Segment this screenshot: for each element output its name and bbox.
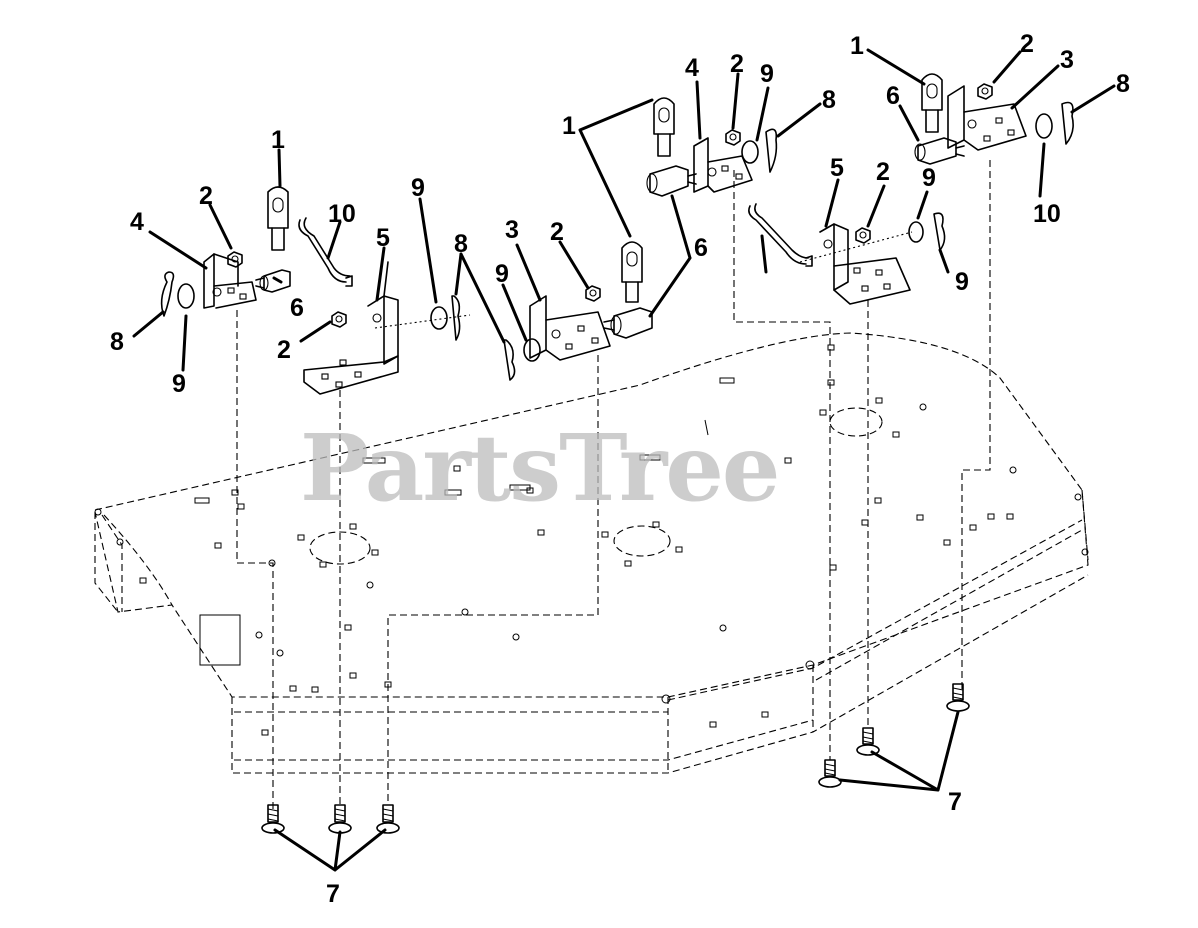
clevis-pin xyxy=(267,186,289,251)
callout-9: 9 xyxy=(922,164,936,192)
callout-9: 9 xyxy=(760,60,774,88)
callout-6: 6 xyxy=(694,234,708,262)
left-hardware-group xyxy=(160,186,461,395)
callout-2: 2 xyxy=(199,182,213,210)
right-hardware-group xyxy=(748,73,1074,305)
callout-8: 8 xyxy=(454,230,468,258)
callout-9: 9 xyxy=(411,174,425,202)
callout-8: 8 xyxy=(110,328,124,356)
spacer-pin xyxy=(603,307,653,339)
mower-deck xyxy=(94,332,1089,774)
callout-7: 7 xyxy=(326,880,340,908)
hair-pin-clip xyxy=(451,295,461,341)
callout-4: 4 xyxy=(685,54,699,82)
flat-washer xyxy=(177,283,195,309)
callout-1: 1 xyxy=(562,112,576,140)
clevis-pin xyxy=(621,241,643,303)
flat-washer xyxy=(523,338,541,362)
bracket-left xyxy=(203,253,257,309)
lock-nut xyxy=(725,129,741,146)
clevis-pin xyxy=(921,73,943,133)
callout-8: 8 xyxy=(1116,70,1130,98)
callout-3: 3 xyxy=(505,216,519,244)
callout-8: 9 xyxy=(955,268,969,296)
lock-nut xyxy=(585,285,601,302)
hair-pin-clip xyxy=(765,128,778,173)
hair-pin-clip xyxy=(160,271,175,317)
lock-nut xyxy=(855,227,871,244)
carriage-bolt xyxy=(376,804,400,834)
callout-3: 3 xyxy=(1060,46,1074,74)
spacer-pin xyxy=(255,269,291,293)
lock-nut xyxy=(331,311,347,328)
clevis-pin xyxy=(653,97,675,157)
hair-pin-clip xyxy=(933,212,946,251)
linkage-rod xyxy=(298,217,353,287)
bracket-center-right xyxy=(819,223,911,305)
callout-2: 2 xyxy=(876,158,890,186)
callout-2: 2 xyxy=(1020,30,1034,58)
bracket-far-right xyxy=(947,85,1027,151)
flat-washer xyxy=(430,306,448,330)
carriage-bolts xyxy=(261,683,970,834)
callout-2: 2 xyxy=(550,218,564,246)
linkage-rod xyxy=(748,203,813,267)
carriage-bolt xyxy=(328,804,352,834)
carriage-bolt xyxy=(946,683,970,712)
callout-9: 9 xyxy=(172,370,186,398)
lock-nut xyxy=(977,83,993,100)
leader-lines xyxy=(132,48,1116,872)
callout-2: 2 xyxy=(730,50,744,78)
carriage-bolt xyxy=(261,804,285,834)
callout-9: 10 xyxy=(1033,200,1061,228)
spacer-pin xyxy=(646,165,697,197)
callout-6: 6 xyxy=(886,82,900,110)
callout-1: 1 xyxy=(850,32,864,60)
flat-washer xyxy=(908,221,924,243)
center-hardware-group xyxy=(503,97,778,381)
callout-1: 1 xyxy=(271,126,285,154)
hair-pin-clip xyxy=(503,339,516,381)
callout-2: 2 xyxy=(277,336,291,364)
lock-nut xyxy=(227,251,243,268)
callout-4: 4 xyxy=(130,208,144,236)
bracket-center-left xyxy=(303,261,399,395)
spacer-pin xyxy=(914,137,965,165)
callout-10: 10 xyxy=(328,200,356,228)
flat-washer xyxy=(741,140,759,164)
callout-8: 8 xyxy=(822,86,836,114)
alignment-lines xyxy=(236,160,991,810)
carriage-bolt xyxy=(818,759,842,788)
bracket-upper-center xyxy=(693,137,753,193)
watermark: PartsTree xyxy=(300,414,778,522)
callout-7: 7 xyxy=(948,788,962,816)
callout-6: 6 xyxy=(290,294,304,322)
callout-labels: 1 1 1 2 2 2 2 2 2 3 3 4 4 5 5 6 6 6 7 7 … xyxy=(110,30,1130,908)
bracket-center xyxy=(529,295,611,361)
callout-5: 5 xyxy=(830,154,844,182)
flat-washer xyxy=(1035,113,1053,139)
hair-pin-clip xyxy=(1061,101,1074,145)
carriage-bolt xyxy=(856,727,880,756)
callout-9: 9 xyxy=(495,260,509,288)
callout-5: 5 xyxy=(376,224,390,252)
